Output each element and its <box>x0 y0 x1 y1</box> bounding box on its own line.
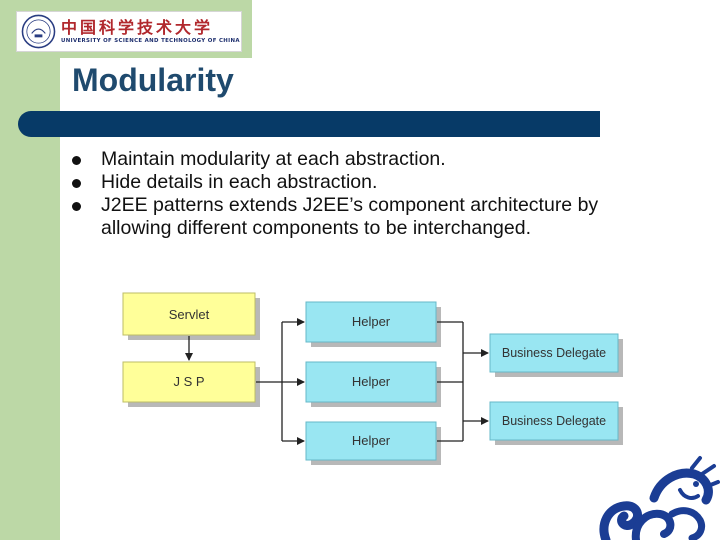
servlet-label: Servlet <box>169 307 210 322</box>
business-delegate-node-1: Business Delegate <box>489 333 623 377</box>
dragon-emblem-icon <box>599 456 720 540</box>
bullet-text: J2EE patterns extends J2EE’s component a… <box>101 194 599 239</box>
j2ee-pattern-diagram: Servlet J S P Helper Helper Helper Busin… <box>122 292 623 465</box>
logo-english-name: UNIVERSITY OF SCIENCE AND TECHNOLOGY OF … <box>61 38 240 44</box>
business-delegate-label: Business Delegate <box>502 414 606 428</box>
bullet-dot-icon <box>72 179 81 188</box>
left-green-band <box>0 0 60 540</box>
bullet-list: Maintain modularity at each abstraction.… <box>70 148 670 240</box>
bullet-item: J2EE patterns extends J2EE’s component a… <box>70 194 670 240</box>
business-delegate-label: Business Delegate <box>502 346 606 360</box>
bullet-dot-icon <box>72 202 81 211</box>
bullet-text: Hide details in each abstraction. <box>101 171 378 193</box>
university-seal-icon <box>21 14 56 49</box>
title-underline-bar <box>18 111 600 137</box>
bullet-item: Hide details in each abstraction. <box>70 171 670 194</box>
helper-node-1: Helper <box>305 301 441 347</box>
diagram-connectors <box>185 318 489 445</box>
business-delegate-node-2: Business Delegate <box>489 401 623 445</box>
bullet-dot-icon <box>72 156 81 165</box>
slide-title: Modularity <box>72 62 234 98</box>
helper-node-3: Helper <box>305 421 441 465</box>
helper-label: Helper <box>352 314 391 329</box>
university-logo: 中国科学技术大学 UNIVERSITY OF SCIENCE AND TECHN… <box>16 11 242 52</box>
jsp-label: J S P <box>173 374 204 389</box>
servlet-node: Servlet <box>122 292 260 340</box>
helper-node-2: Helper <box>305 361 441 407</box>
jsp-node: J S P <box>122 361 260 407</box>
logo-chinese-name: 中国科学技术大学 <box>61 18 214 37</box>
bullet-text: Maintain modularity at each abstraction. <box>101 148 446 170</box>
bullet-item: Maintain modularity at each abstraction. <box>70 148 670 171</box>
helper-label: Helper <box>352 433 391 448</box>
helper-label: Helper <box>352 374 391 389</box>
